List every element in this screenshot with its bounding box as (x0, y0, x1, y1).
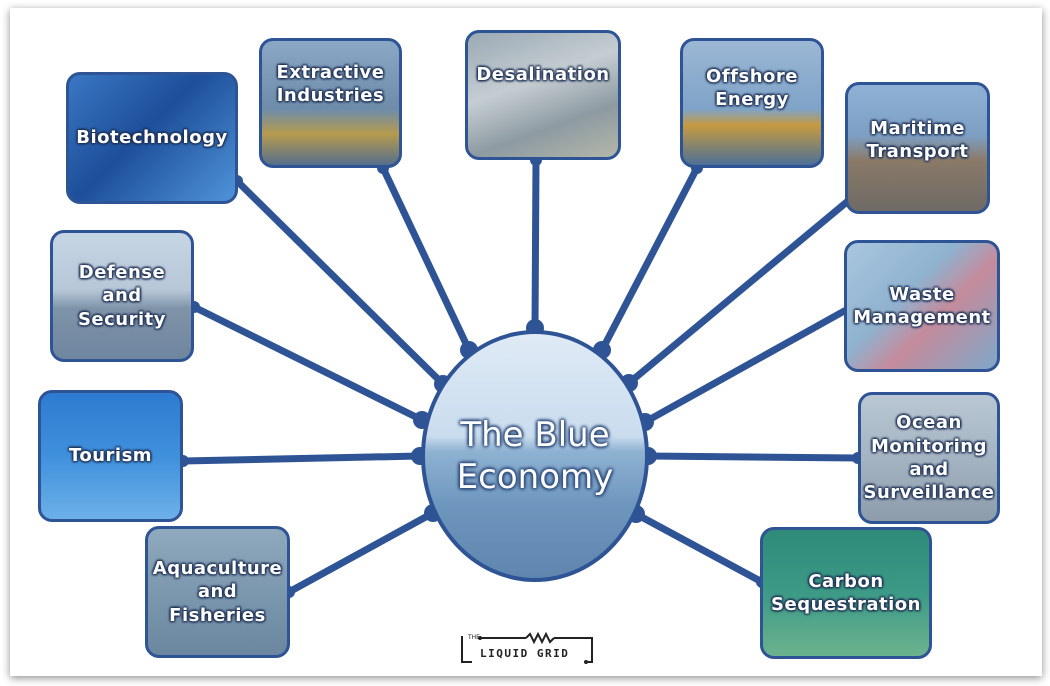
logo-name-text: LIQUID GRID (480, 647, 570, 660)
node-biotechnology: Biotechnology (66, 72, 238, 204)
node-label: Maritime Transport (866, 117, 969, 162)
node-label: Desalination (476, 64, 610, 86)
connector-desalination (531, 156, 540, 332)
node-label: Extractive Industries (276, 61, 385, 106)
node-carbon-sequestration: Carbon Sequestration (760, 527, 932, 659)
connector-waste (641, 301, 859, 426)
connector-ocean (644, 452, 862, 462)
node-aquaculture-fisheries: Aquaculture and Fisheries (145, 526, 290, 658)
node-ocean-monitoring: Ocean Monitoring and Surveillance (858, 392, 1000, 524)
connector-extractive (379, 164, 473, 354)
node-label: Carbon Sequestration (771, 570, 921, 615)
liquid-grid-logo-mark (461, 631, 593, 664)
center-label: The Blue Economy (456, 414, 614, 498)
node-label: Offshore Energy (706, 65, 798, 110)
connector-offshore (598, 164, 701, 354)
connector-tourism (179, 452, 424, 465)
logo-the-text: THE (468, 634, 480, 641)
node-extractive-industries: Extractive Industries (259, 38, 402, 168)
node-label: Biotechnology (76, 127, 228, 149)
node-offshore-energy: Offshore Energy (680, 38, 824, 168)
center-node-blue-economy: The Blue Economy (421, 330, 649, 582)
connector-carbon (632, 510, 766, 586)
node-label: Defense and Security (77, 261, 167, 330)
connector-defense (190, 303, 426, 424)
node-maritime-transport: Maritime Transport (845, 82, 990, 214)
connector-aquaculture (285, 509, 437, 596)
liquid-grid-logo: THE LIQUID GRID (458, 631, 600, 666)
node-waste-management: Waste Management (844, 240, 1000, 372)
node-label: Aquaculture and Fisheries (152, 557, 283, 626)
node-desalination: Desalination (465, 30, 621, 160)
node-label: Waste Management (853, 283, 991, 328)
node-defense-security: Defense and Security (50, 230, 194, 362)
node-label: Ocean Monitoring and Surveillance (863, 412, 995, 504)
node-label: Tourism (68, 445, 153, 467)
node-tourism: Tourism (38, 390, 183, 522)
connector-maritime (625, 192, 858, 387)
connector-biotechnology (233, 177, 447, 388)
